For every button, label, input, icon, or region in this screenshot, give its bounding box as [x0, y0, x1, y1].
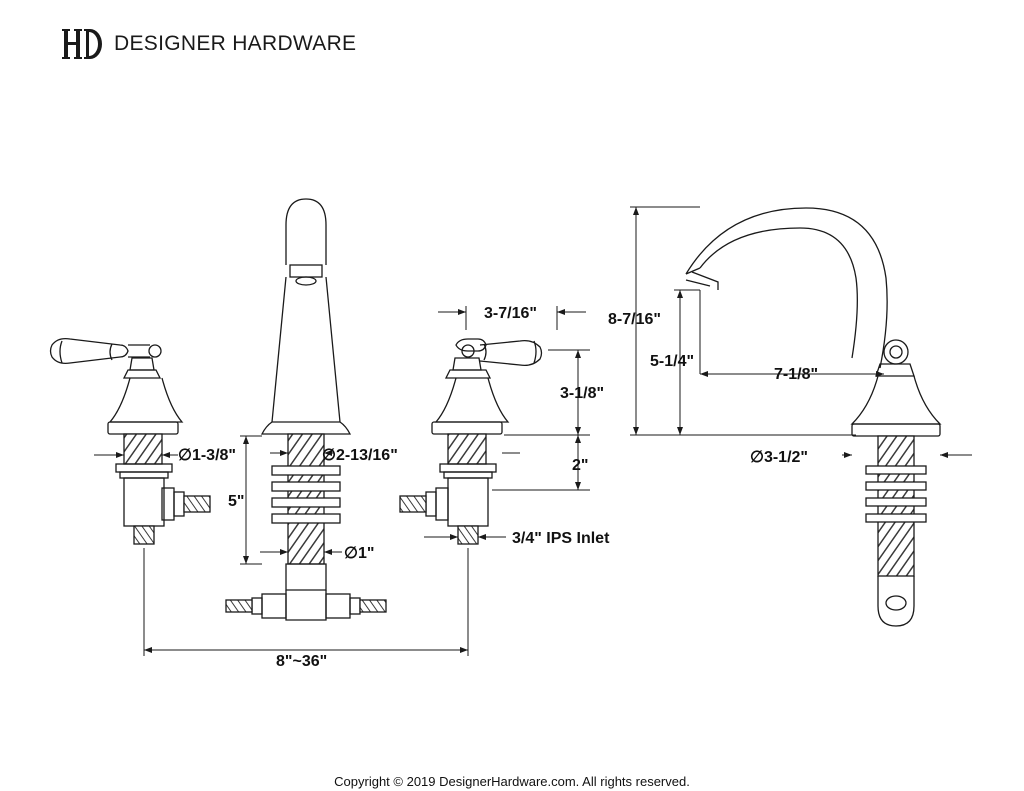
dim-overall-height: 8-7/16"	[608, 311, 661, 328]
center-spout-front	[225, 198, 387, 621]
dim-handle-height: 3-1/8"	[560, 385, 604, 402]
dim-spout-base-diameter: ∅2-13/16"	[322, 447, 398, 464]
dimension-labels: 3-7/16" 3-1/8" 2" 8-7/16" 5-1/4" 7-1/8" …	[178, 305, 818, 670]
dim-spread: 8"~36"	[276, 653, 327, 670]
brand-name: DESIGNER HARDWARE	[114, 32, 357, 55]
brand-header: DESIGNER HARDWARE	[62, 26, 356, 62]
dimension-lines	[94, 206, 972, 656]
dim-spout-height: 5-1/4"	[650, 353, 694, 370]
dim-handle-base-diameter: ∅1-3/8"	[178, 447, 236, 464]
left-handle-valve	[49, 337, 211, 545]
spout-side-view	[685, 207, 942, 627]
dim-shank-diameter: ∅1"	[344, 545, 374, 562]
dim-shank-length: 5"	[228, 493, 244, 510]
dim-spout-reach: 7-1/8"	[774, 366, 818, 383]
hd-monogram-logo	[62, 29, 102, 59]
dim-escutcheon-diameter: ∅3-1/2"	[750, 449, 808, 466]
right-handle-valve	[399, 338, 543, 545]
dim-valve-height: 2"	[572, 457, 588, 474]
dim-handle-width: 3-7/16"	[484, 305, 537, 322]
dim-inlet: 3/4" IPS Inlet	[512, 530, 610, 547]
dimension-arrows	[116, 207, 948, 653]
copyright-footer: Copyright © 2019 DesignerHardware.com. A…	[334, 774, 690, 789]
